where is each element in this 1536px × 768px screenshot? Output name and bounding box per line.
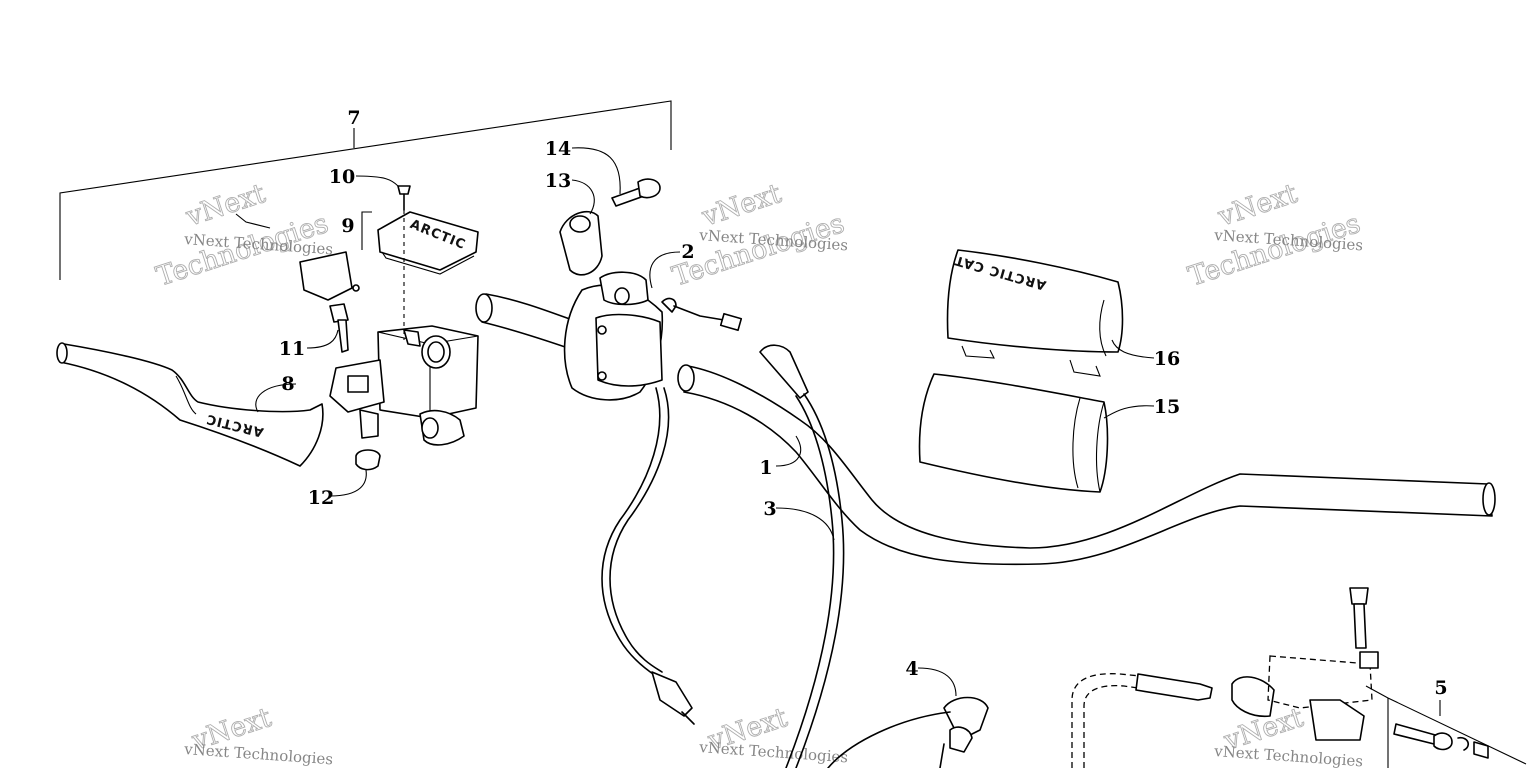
throttle-cable: [601, 305, 845, 768]
mounting-clamp: [559, 210, 603, 276]
brake-switch: [235, 213, 360, 301]
callout-7: 7: [347, 107, 360, 129]
master-cylinder: [329, 325, 479, 446]
callout-13: 13: [545, 170, 571, 192]
cover-screw: [397, 185, 411, 340]
callout-14: 14: [545, 138, 571, 160]
callout-3: 3: [763, 498, 776, 520]
callout-12: 12: [308, 487, 334, 509]
callout-11: 11: [279, 338, 305, 360]
svg-text:vNext Technologies: vNext Technologies: [698, 738, 849, 766]
svg-text:vNext Technologies: vNext Technologies: [1213, 742, 1364, 768]
watermark-bottom-center: vNext vNext Technologies: [698, 702, 849, 767]
svg-text:vNext Technologies: vNext Technologies: [183, 740, 334, 768]
leader-lines: [255, 147, 1441, 716]
callout-1: 1: [759, 457, 772, 479]
clamp-bolt: [611, 178, 661, 207]
callout-10: 10: [329, 166, 355, 188]
callout-4: 4: [905, 658, 918, 680]
rear-brake-cylinder: [1071, 587, 1527, 768]
watermark-top-right: vNext Technologies vNext Technologies: [1184, 178, 1364, 293]
callout-2: 2: [681, 241, 694, 263]
handlebar-pad-upper: ARCTIC CAT: [946, 249, 1124, 377]
throttle-housing: [563, 271, 677, 401]
callout-16: 16: [1154, 348, 1180, 370]
reservoir-cover: ARCTIC: [361, 211, 479, 275]
pivot-bolt: [329, 303, 349, 353]
callout-15: 15: [1154, 396, 1180, 418]
brake-lever: ARCTIC: [56, 342, 324, 467]
svg-text:vNext: vNext: [1214, 178, 1302, 233]
hose-clamp: [827, 696, 989, 768]
handlebar-pad-lower: [918, 373, 1109, 493]
callouts: 1 2 3 4 5 7 8 9 10 11 12 13 14 15 16: [279, 107, 1448, 699]
push-rod-kit: [1393, 723, 1489, 759]
svg-text:vNext: vNext: [698, 178, 786, 233]
handlebar: [475, 293, 1496, 566]
callout-8: 8: [281, 373, 294, 395]
watermark-bottom-left: vNext vNext Technologies: [183, 702, 334, 768]
callout-5: 5: [1434, 677, 1447, 699]
assembly-bracket-7: [59, 100, 672, 280]
callout-9: 9: [341, 215, 354, 237]
watermark-top-center: vNext Technologies vNext Technologies: [668, 178, 848, 293]
pivot-nut: [355, 449, 381, 471]
